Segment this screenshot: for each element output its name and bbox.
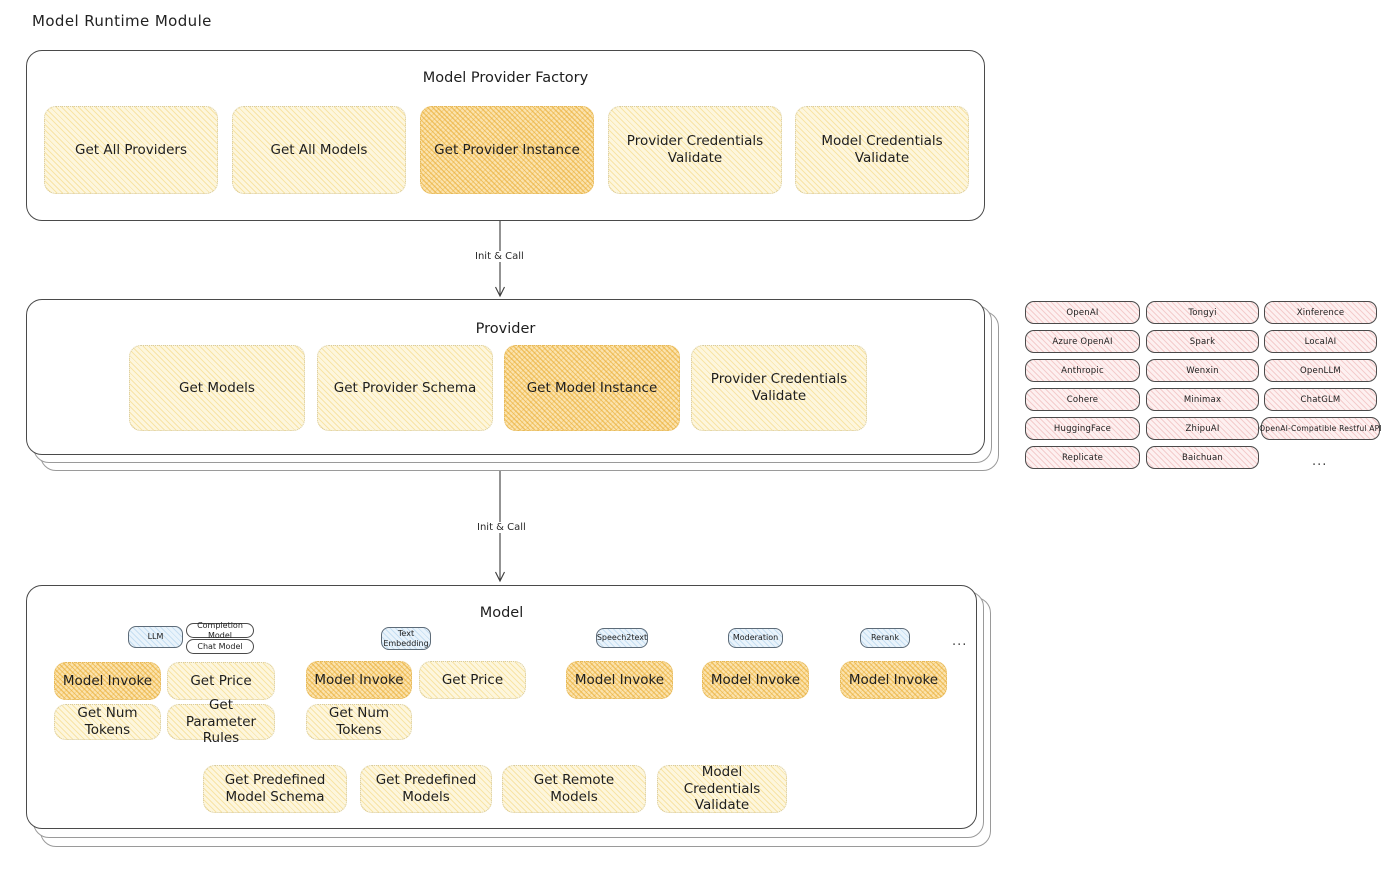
node-text-embedding-model-invoke[interactable]: Model Invoke <box>306 661 412 699</box>
node-provider-credentials-validate[interactable]: Provider Credentials Validate <box>608 106 782 194</box>
badge-completion-model[interactable]: Completion Model <box>186 621 254 640</box>
model-types-more-ellipsis: ... <box>952 634 968 649</box>
chip-spark[interactable]: Spark <box>1146 330 1259 353</box>
chip-baichuan[interactable]: Baichuan <box>1146 446 1259 469</box>
node-speech2text-model-invoke[interactable]: Model Invoke <box>566 661 673 699</box>
chip-azure-openai[interactable]: Azure OpenAI <box>1025 330 1140 353</box>
node-get-model-instance[interactable]: Get Model Instance <box>504 345 680 431</box>
badge-text-embedding[interactable]: Text Embedding <box>381 627 431 650</box>
chip-minimax[interactable]: Minimax <box>1146 388 1259 411</box>
badge-speech2text[interactable]: Speech2text <box>596 628 648 648</box>
chip-cohere[interactable]: Cohere <box>1025 388 1140 411</box>
node-model-credentials-validate-3[interactable]: Model Credentials Validate <box>657 764 787 813</box>
node-moderation-model-invoke[interactable]: Model Invoke <box>702 661 809 699</box>
chip-wenxin[interactable]: Wenxin <box>1146 359 1259 382</box>
chip-openllm[interactable]: OpenLLM <box>1264 359 1377 382</box>
arrow-label-init-call-1: Init & Call <box>472 251 527 262</box>
provider-list-more-ellipsis: ... <box>1312 454 1328 469</box>
chip-chatglm[interactable]: ChatGLM <box>1264 388 1377 411</box>
chip-replicate[interactable]: Replicate <box>1025 446 1140 469</box>
node-get-provider-schema[interactable]: Get Provider Schema <box>317 345 493 431</box>
node-get-all-models[interactable]: Get All Models <box>232 106 406 194</box>
badge-chat-model[interactable]: Chat Model <box>186 639 254 654</box>
node-text-embedding-get-price[interactable]: Get Price <box>419 661 526 699</box>
node-llm-get-num-tokens[interactable]: Get Num Tokens <box>54 704 161 740</box>
node-llm-get-parameter-rules[interactable]: Get Parameter Rules <box>167 697 275 746</box>
node-get-all-providers[interactable]: Get All Providers <box>44 106 218 194</box>
chip-zhipuai[interactable]: ZhipuAI <box>1146 417 1259 440</box>
node-llm-get-price[interactable]: Get Price <box>167 662 275 700</box>
arrow-label-init-call-2: Init & Call <box>474 522 529 533</box>
node-get-models[interactable]: Get Models <box>129 345 305 431</box>
chip-xinference[interactable]: Xinference <box>1264 301 1377 324</box>
panel-title-provider: Provider <box>475 321 536 337</box>
badge-moderation[interactable]: Moderation <box>728 628 783 648</box>
node-provider-credentials-validate-2[interactable]: Provider Credentials Validate <box>691 345 867 431</box>
chip-openai[interactable]: OpenAI <box>1025 301 1140 324</box>
node-model-credentials-validate[interactable]: Model Credentials Validate <box>795 106 969 194</box>
panel-title-model: Model <box>479 605 524 621</box>
chip-anthropic[interactable]: Anthropic <box>1025 359 1140 382</box>
chip-localai[interactable]: LocalAI <box>1264 330 1377 353</box>
node-get-predefined-models[interactable]: Get Predefined Models <box>360 765 492 813</box>
node-get-remote-models[interactable]: Get Remote Models <box>502 765 646 813</box>
badge-llm[interactable]: LLM <box>128 626 183 648</box>
node-llm-model-invoke[interactable]: Model Invoke <box>54 662 161 700</box>
node-get-predefined-model-schema[interactable]: Get Predefined Model Schema <box>203 765 347 813</box>
panel-title-model-provider-factory: Model Provider Factory <box>422 70 589 86</box>
chip-tongyi[interactable]: Tongyi <box>1146 301 1259 324</box>
chip-openai-compatible-restful-api[interactable]: OpenAI-Compatible Restful API <box>1259 417 1382 440</box>
node-text-embedding-get-num-tokens[interactable]: Get Num Tokens <box>306 704 412 740</box>
node-get-provider-instance[interactable]: Get Provider Instance <box>420 106 594 194</box>
page-title: Model Runtime Module <box>32 12 212 30</box>
chip-huggingface[interactable]: HuggingFace <box>1025 417 1140 440</box>
node-rerank-model-invoke[interactable]: Model Invoke <box>840 661 947 699</box>
badge-rerank[interactable]: Rerank <box>860 628 910 648</box>
